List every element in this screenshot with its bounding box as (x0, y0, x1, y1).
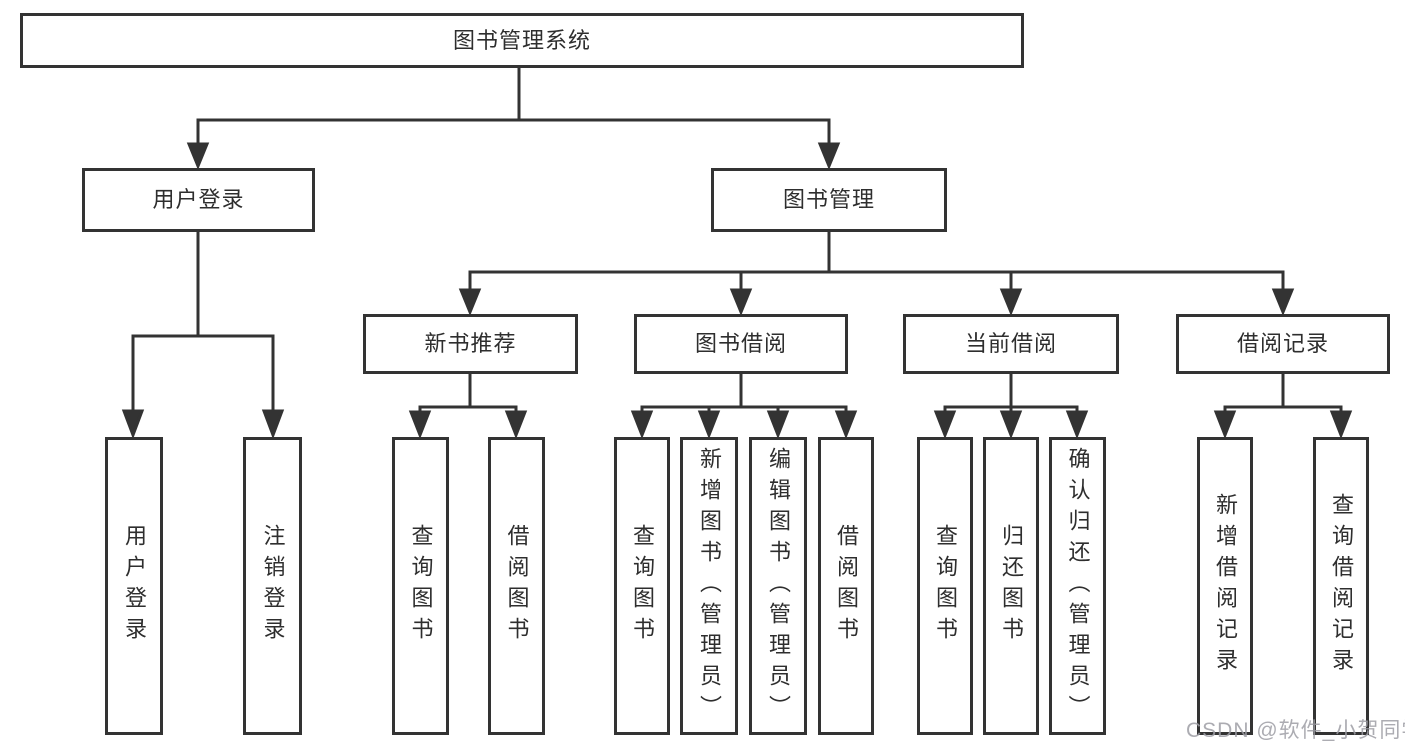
connector-bookmgmt-to-level3 (458, 232, 1295, 316)
connector-records-to-leaves (1213, 374, 1353, 440)
node-library-system-label: 图书管理系统 (452, 27, 591, 53)
leaf-return-book: 归还图书 (983, 437, 1039, 735)
leaf-query-books-current: 查询图书 (917, 437, 973, 735)
node-user-login-label: 用户登录 (152, 187, 245, 212)
leaf-user-login-label: 用户登录 (122, 524, 147, 648)
node-book-management-label: 图书管理 (782, 187, 875, 212)
watermark: CSDN @软件_小贺同学 (1186, 719, 1405, 742)
leaf-user-login: 用户登录 (105, 437, 163, 735)
leaf-add-borrow-record: 新增借阅记录 (1197, 437, 1253, 735)
node-user-login: 用户登录 (82, 168, 315, 232)
node-borrowing-records: 借阅记录 (1176, 314, 1390, 374)
connector-current-to-leaves (933, 374, 1089, 440)
leaf-add-book-admin: 新增图书（管理员） (680, 437, 738, 735)
node-current-borrowing: 当前借阅 (903, 314, 1119, 374)
leaf-borrow-books-borrowing-label: 借阅图书 (834, 524, 859, 648)
node-book-borrowing: 图书借阅 (634, 314, 848, 374)
node-current-borrowing-label: 当前借阅 (964, 331, 1057, 356)
node-new-book-recommend: 新书推荐 (363, 314, 578, 374)
leaf-query-books-recommend: 查询图书 (392, 437, 449, 735)
leaf-borrow-books-recommend-label: 借阅图书 (504, 524, 530, 648)
leaf-logout-label: 注销登录 (260, 524, 286, 648)
leaf-query-books-borrowing: 查询图书 (614, 437, 670, 735)
leaf-return-book-label: 归还图书 (999, 524, 1024, 648)
connector-newbook-to-leaves (408, 374, 528, 440)
leaf-logout: 注销登录 (243, 437, 302, 735)
leaf-edit-book-admin: 编辑图书（管理员） (749, 437, 807, 735)
leaf-query-books-recommend-label: 查询图书 (408, 524, 434, 648)
leaf-confirm-return-admin-label: 确认归还（管理员） (1065, 446, 1091, 726)
node-book-borrowing-label: 图书借阅 (694, 331, 787, 356)
node-borrowing-records-label: 借阅记录 (1236, 331, 1329, 356)
connector-root-to-level2 (186, 68, 841, 170)
leaf-borrow-books-borrowing: 借阅图书 (818, 437, 874, 735)
leaf-query-books-borrowing-label: 查询图书 (630, 524, 655, 648)
node-library-system: 图书管理系统 (20, 13, 1024, 68)
leaf-add-book-admin-label: 新增图书（管理员） (697, 446, 722, 726)
leaf-edit-book-admin-label: 编辑图书（管理员） (766, 446, 791, 726)
leaf-confirm-return-admin: 确认归还（管理员） (1049, 437, 1106, 735)
leaf-query-borrow-record: 查询借阅记录 (1313, 437, 1369, 735)
connector-borrowing-to-leaves (630, 374, 858, 440)
node-book-management: 图书管理 (711, 168, 947, 232)
connector-userlogin-to-leaves (121, 232, 285, 440)
leaf-query-borrow-record-label: 查询借阅记录 (1329, 493, 1354, 679)
leaf-borrow-books-recommend: 借阅图书 (488, 437, 545, 735)
leaf-query-books-current-label: 查询图书 (933, 524, 958, 648)
leaf-add-borrow-record-label: 新增借阅记录 (1213, 493, 1238, 679)
node-new-book-recommend-label: 新书推荐 (424, 331, 517, 356)
